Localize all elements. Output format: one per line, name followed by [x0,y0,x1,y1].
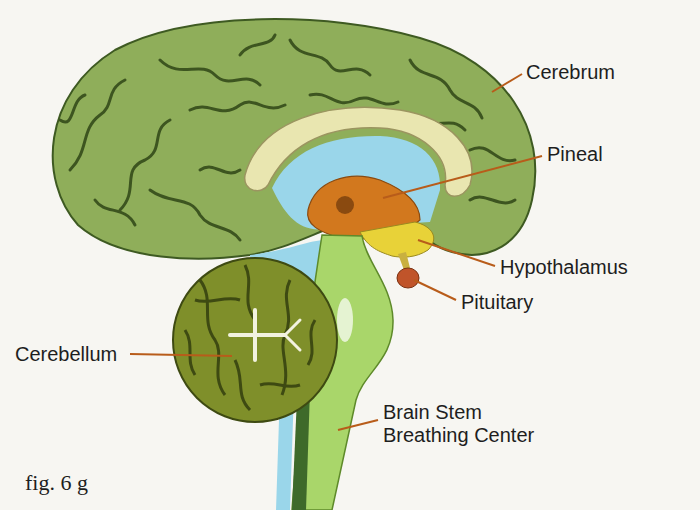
leader-lines [130,74,542,430]
pineal-gland [336,196,354,214]
pituitary-stalk [398,252,410,270]
figure-caption: fig. 6 g [25,471,88,494]
part-label: Brain Stem Breathing Center [383,401,563,447]
cerebellum-shape [173,258,337,422]
part-label: Hypothalamus [500,256,628,279]
hypothalamus-shape [360,222,434,257]
part-label: Cerebrum [526,61,615,84]
pituitary-gland [397,268,419,288]
part-label: Pineal [547,143,603,166]
cerebrum-shape [53,19,536,258]
gyri [60,35,515,240]
part-label: Pituitary [461,291,533,314]
brain-stem-core [337,298,353,342]
part-label: Cerebellum [15,343,117,366]
